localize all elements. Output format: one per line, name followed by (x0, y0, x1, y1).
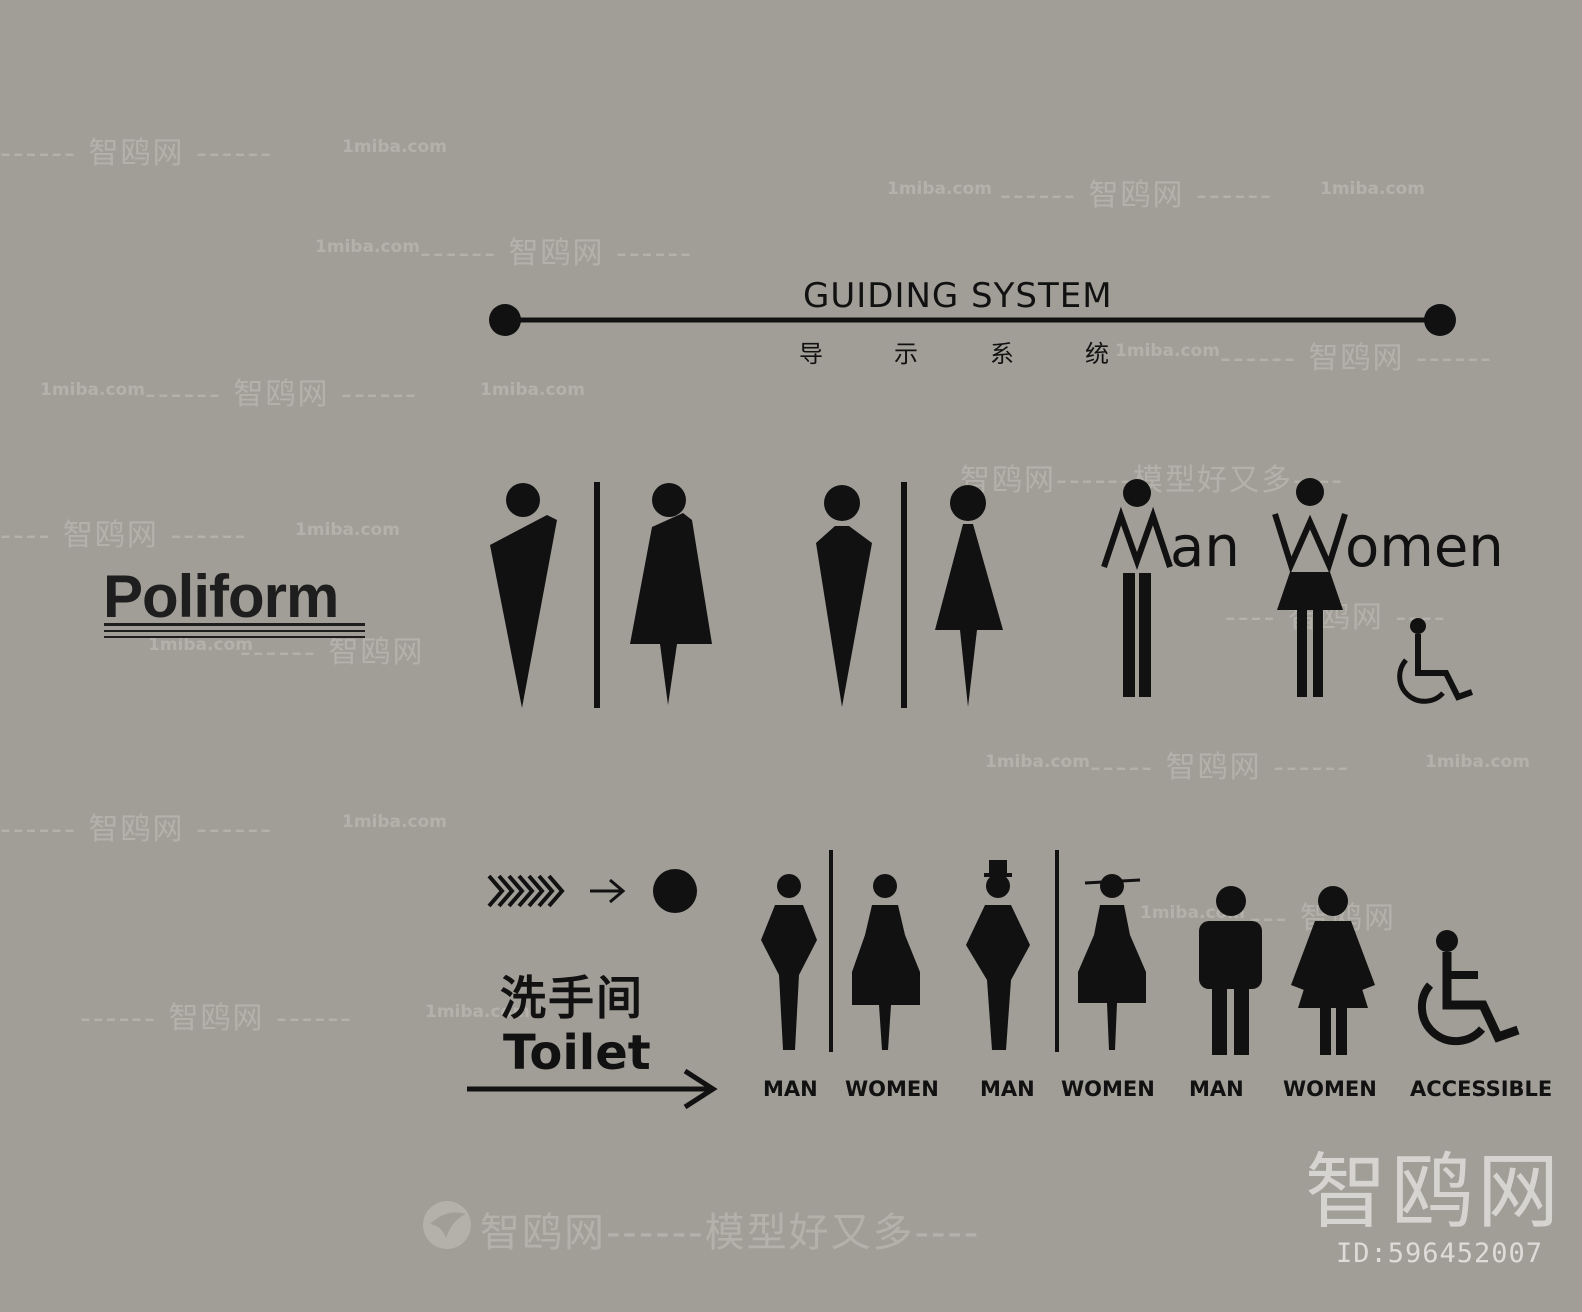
watermark-site: 1miba.com (1425, 752, 1530, 772)
toilet-label-en: Toilet (503, 1025, 651, 1081)
header-title-cn-4: 统 (1085, 340, 1109, 368)
watermark-site: 1miba.com (480, 380, 585, 400)
woman-icon (1272, 478, 1348, 697)
watermark-text: ------ 智鸥网 ------ (80, 1001, 353, 1036)
arrow-right-icon (590, 878, 626, 904)
chevron-arrows-icon (487, 874, 565, 908)
sign-label-man: MAN (980, 1077, 1035, 1101)
sign-label-man: MAN (763, 1077, 818, 1101)
man-icon (816, 485, 872, 707)
brand-logo: Poliform (103, 563, 339, 630)
divider-line (1055, 850, 1059, 1052)
man-icon (490, 483, 557, 708)
watermark-site: 1miba.com (425, 1002, 530, 1022)
watermark-slogan: 智鸥网------模型好又多---- (480, 1210, 981, 1256)
watermark-site: 1miba.com (985, 752, 1090, 772)
watermark-text: ---- 智鸥网 ------ (0, 518, 248, 553)
watermark-site: 1miba.com (342, 137, 447, 157)
woman-icon (935, 485, 1003, 707)
man-icon (966, 860, 1030, 1050)
word-man: an (1170, 515, 1240, 580)
header-title-cn-3: 系 (990, 340, 1014, 368)
dot-icon (653, 869, 697, 913)
watermark-site: 1miba.com (887, 179, 992, 199)
watermark-site: 1miba.com (148, 635, 253, 655)
sign-label-women: WOMEN (845, 1077, 939, 1101)
man-icon (761, 874, 817, 1050)
woman-icon (1078, 874, 1146, 1050)
divider-line (594, 482, 600, 708)
watermark-site: 1miba.com (1115, 341, 1220, 361)
toilet-label-cn: 洗手间 (500, 971, 644, 1025)
watermark-text: ----- 智鸥网 ------ (1090, 750, 1351, 785)
header-title-en: GUIDING SYSTEM (803, 276, 1113, 316)
watermark-text: ------ 智鸥网 ------ (0, 812, 273, 847)
watermark-text: ------ 智鸥网 ------ (0, 136, 273, 171)
header-title-cn-2: 示 (894, 340, 918, 368)
watermark-text: ------ 智鸥网 ------ (1000, 178, 1273, 213)
watermark-slogan: 智鸥网------模型好又多---- (960, 463, 1345, 498)
watermark-text: --- 智鸥网 (1250, 901, 1397, 936)
word-women: omen (1345, 515, 1504, 580)
watermark-text: ---- 智鸥网 ---- (1225, 600, 1447, 635)
watermark-text: ------ 智鸥网 ------ (145, 377, 418, 412)
divider-line (901, 482, 907, 708)
woman-icon (630, 483, 712, 705)
watermark-text: ------ 智鸥网 ------ (1220, 341, 1493, 376)
sign-label-accessible: ACCESSIBLE (1410, 1077, 1553, 1101)
sign-label-man: MAN (1189, 1077, 1244, 1101)
watermark-site: 1miba.com (295, 520, 400, 540)
watermark-text: ------ 智鸥网 ------ (420, 236, 693, 271)
watermark-site: 1miba.com (40, 380, 145, 400)
watermark-big: 智鸥网 (1305, 1145, 1564, 1240)
watermark-site: 1miba.com (1140, 903, 1245, 923)
sign-label-women: WOMEN (1061, 1077, 1155, 1101)
woman-icon (852, 874, 920, 1050)
watermark-site: 1miba.com (342, 812, 447, 832)
watermark-site: 1miba.com (1320, 179, 1425, 199)
man-icon (1101, 479, 1173, 697)
divider-line (829, 850, 833, 1052)
sign-label-women: WOMEN (1283, 1077, 1377, 1101)
wheelchair-icon (1417, 930, 1520, 1046)
watermark-text: ------ 智鸥网 (240, 635, 425, 670)
watermark-site: 1miba.com (315, 237, 420, 257)
header-title-cn-1: 导 (799, 340, 823, 368)
watermark-id: ID:596452007 (1336, 1238, 1544, 1269)
